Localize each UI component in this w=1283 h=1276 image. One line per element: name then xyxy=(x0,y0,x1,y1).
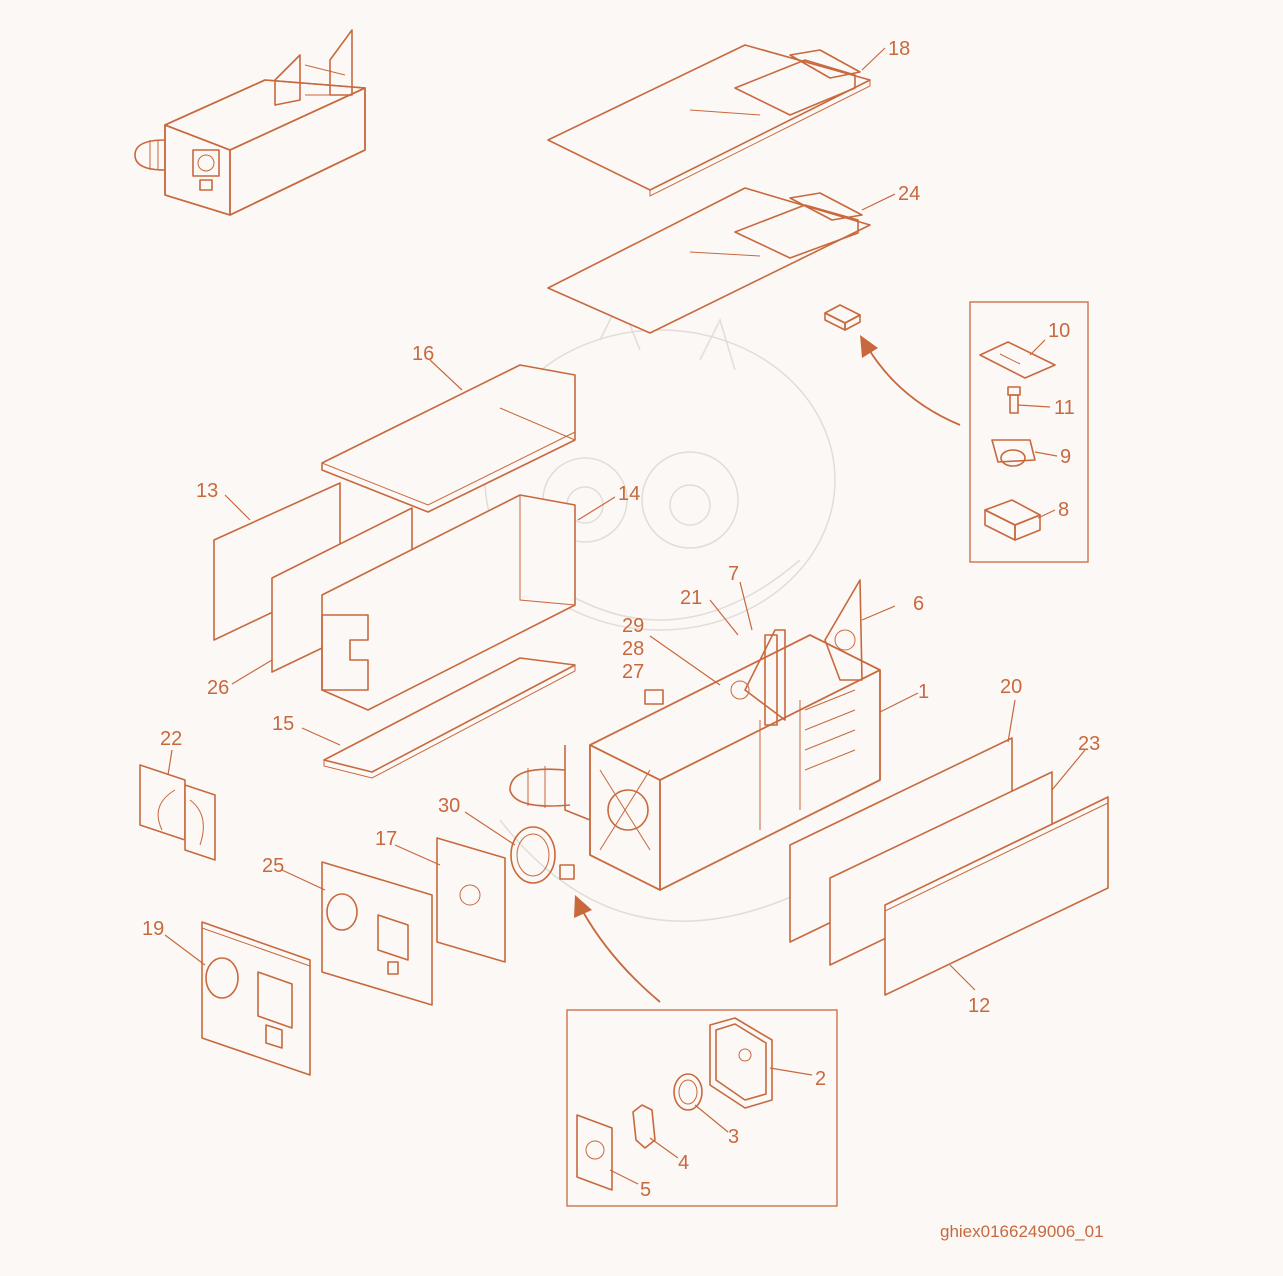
part-18-top-cover xyxy=(547,44,871,197)
callout-2: 2 xyxy=(815,1068,826,1090)
inset-box-parts-8-11 xyxy=(969,301,1089,563)
part-30-ring xyxy=(510,826,575,884)
part-12-front-panel xyxy=(884,796,1109,996)
callout-19: 19 xyxy=(142,918,164,940)
callout-8: 8 xyxy=(1058,499,1069,521)
callout-3: 3 xyxy=(728,1126,739,1148)
arrow-to-small-block xyxy=(860,335,961,426)
callout-23: 23 xyxy=(1078,733,1100,755)
callout-22: 22 xyxy=(160,728,182,750)
inset-box-parts-2-5 xyxy=(566,1009,838,1207)
part-25-end-panel xyxy=(321,861,433,1006)
callout-13: 13 xyxy=(196,480,218,502)
part-17-mounting-plate xyxy=(436,837,506,963)
callout-25: 25 xyxy=(262,855,284,877)
part-15-bottom-rail xyxy=(323,657,576,779)
callout-12: 12 xyxy=(968,995,990,1017)
document-id: ghiex0166249006_01 xyxy=(940,1222,1104,1241)
callout-6: 6 xyxy=(913,593,924,615)
callout-10: 10 xyxy=(1048,320,1070,342)
callout-15: 15 xyxy=(272,713,294,735)
callout-labels: 18 24 16 13 14 26 15 7 21 29 28 27 6 1 2… xyxy=(142,38,1100,1201)
callout-14: 14 xyxy=(618,483,640,505)
part-22-split-gasket xyxy=(139,764,216,861)
part-19-end-panel xyxy=(201,921,311,1076)
callout-27: 27 xyxy=(622,661,644,683)
part-16-upper-panel xyxy=(321,364,576,513)
callout-28: 28 xyxy=(622,638,644,660)
callout-1: 1 xyxy=(918,681,929,703)
callout-26: 26 xyxy=(207,677,229,699)
part-24-top-panel xyxy=(547,187,871,334)
assembled-unit-thumbnail xyxy=(134,29,366,216)
callout-7: 7 xyxy=(728,563,739,585)
callout-9: 9 xyxy=(1060,446,1071,468)
callout-11: 11 xyxy=(1054,397,1075,419)
callout-20: 20 xyxy=(1000,676,1022,698)
part-8-small-block xyxy=(824,304,861,331)
callout-16: 16 xyxy=(412,343,434,365)
callout-18: 18 xyxy=(888,38,910,60)
callout-21: 21 xyxy=(680,587,702,609)
part-14-side-wall xyxy=(321,494,576,711)
callout-29: 29 xyxy=(622,615,644,637)
callout-5: 5 xyxy=(640,1179,651,1201)
leader-lines xyxy=(164,47,1086,1185)
arrow-to-mounting-assembly xyxy=(574,895,661,1003)
callout-17: 17 xyxy=(375,828,397,850)
callout-4: 4 xyxy=(678,1152,689,1174)
callout-24: 24 xyxy=(898,183,920,205)
part-1-main-frame xyxy=(509,579,881,891)
callout-30: 30 xyxy=(438,795,460,817)
